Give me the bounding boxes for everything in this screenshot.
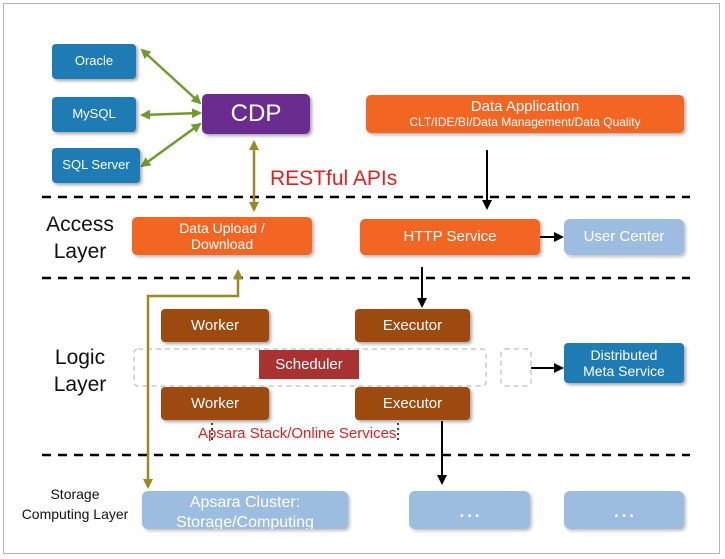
cdp-label: CDP	[230, 100, 282, 128]
executor-label: Executor	[382, 394, 443, 412]
scheduler-region	[133, 348, 487, 387]
storage-ellipsis-box-1: …	[409, 491, 530, 529]
executor-box-top: Executor	[355, 309, 470, 342]
oracle-cdp-arrow	[140, 48, 202, 105]
access-layer-line2: Layer	[53, 240, 107, 263]
access-layer-label: Access Layer	[36, 211, 124, 265]
access-layer-line1: Access	[46, 213, 114, 236]
logic-layer-label: Logic Layer	[36, 344, 124, 398]
worker-box-bottom: Worker	[161, 387, 269, 420]
apsara-cluster-box: Apsara Cluster: Storage/Computing	[142, 491, 348, 529]
data-application-subtitle: CLT/IDE/BI/Data Management/Data Quality	[409, 114, 641, 129]
http-service-label: HTTP Service	[403, 228, 497, 246]
data-application-box: Data Application CLT/IDE/BI/Data Managem…	[366, 95, 684, 133]
meta-service-box: Distributed Meta Service	[564, 343, 684, 383]
mysql-box: MySQL	[52, 97, 136, 132]
user-center-label: User Center	[583, 228, 665, 246]
upload-storage-arrow	[143, 269, 243, 489]
data-application-title: Data Application	[470, 98, 580, 116]
executor-label: Executor	[382, 316, 443, 334]
sqlserver-cdp-arrow	[140, 122, 202, 168]
oracle-label: Oracle	[74, 53, 114, 69]
mysql-label: MySQL	[72, 106, 116, 122]
logic-layer-line1: Logic	[54, 346, 106, 369]
worker-label: Worker	[190, 394, 240, 412]
worker-label: Worker	[190, 316, 240, 334]
scheduler-label: Scheduler	[275, 355, 343, 373]
storage-ellipsis-box-2: …	[564, 491, 684, 529]
user-center-box: User Center	[564, 219, 684, 255]
worker-box-top: Worker	[161, 309, 269, 342]
cdp-box: CDP	[202, 94, 310, 134]
storage-layer-label: Storage Computing Layer	[6, 484, 144, 524]
upload-line2: Download	[190, 236, 254, 252]
apsara-stack-label: Apsara Stack/Online Services	[198, 425, 397, 442]
upload-line1: Data Upload /	[179, 219, 265, 236]
cluster-line1: Apsara Cluster:	[189, 494, 301, 511]
restful-apis-label: RESTful APIs	[270, 167, 398, 190]
meta-proxy-box	[500, 348, 532, 387]
cluster-line2: Storage/Computing	[176, 514, 314, 529]
storage-layer-line2: Computing Layer	[21, 506, 129, 522]
executor-box-bottom: Executor	[355, 387, 470, 420]
ellipsis-label: …	[457, 496, 482, 524]
mysql-cdp-arrow	[140, 108, 202, 120]
scheduler-box: Scheduler	[259, 350, 359, 379]
data-upload-download-box: Data Upload / Download	[132, 217, 312, 255]
http-service-box: HTTP Service	[360, 219, 540, 255]
storage-layer-line1: Storage	[50, 486, 100, 502]
logic-layer-line2: Layer	[53, 373, 107, 396]
oracle-box: Oracle	[52, 44, 136, 79]
sql-server-box: SQL Server	[52, 148, 140, 183]
meta-line2: Meta Service	[583, 363, 665, 379]
ellipsis-label: …	[612, 496, 636, 524]
sql-server-label: SQL Server	[62, 157, 130, 173]
meta-line1: Distributed	[590, 346, 658, 363]
